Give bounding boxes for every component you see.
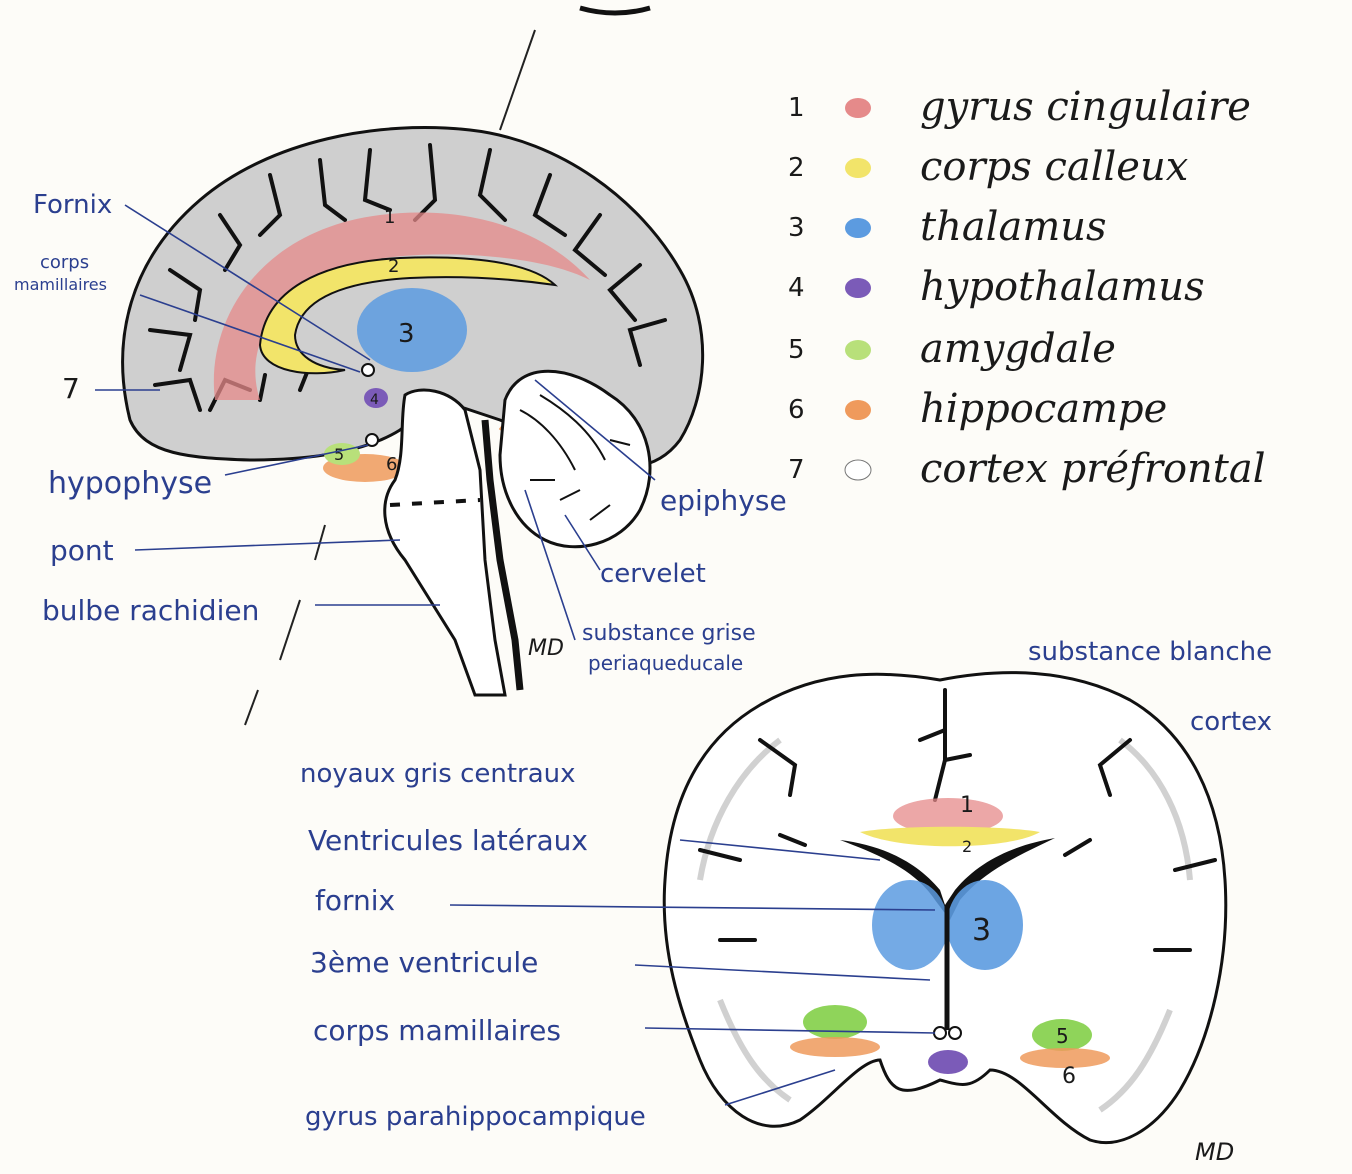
sagittal-region-3: 3 bbox=[398, 319, 415, 349]
signature-sagittal: MD bbox=[528, 636, 564, 661]
legend-number: 7 bbox=[788, 455, 805, 485]
label-substance-grise: substance grise bbox=[582, 621, 756, 646]
coronal-amygdale-left bbox=[803, 1005, 867, 1039]
sagittal-mamillary-body bbox=[362, 364, 374, 376]
legend-number: 5 bbox=[788, 335, 805, 365]
label-substance-blanche: substance blanche bbox=[1028, 637, 1272, 667]
sagittal-hypophysis bbox=[366, 434, 378, 446]
legend-number: 6 bbox=[788, 395, 805, 425]
legend-item: 1 gyrus cingulaire bbox=[788, 84, 1251, 130]
coronal-region-1: 1 bbox=[960, 793, 974, 818]
label-cervelet: cervelet bbox=[600, 559, 706, 589]
signature-coronal: MD bbox=[1195, 1138, 1234, 1166]
sagittal-region-6: 6 bbox=[386, 454, 397, 475]
label-noyaux: noyaux gris centraux bbox=[300, 759, 576, 789]
legend-item: 2 corps calleux bbox=[788, 144, 1188, 190]
coronal-mamillary-right bbox=[949, 1027, 961, 1039]
label-coronal-corps: corps mamillaires bbox=[313, 1014, 561, 1047]
label-hypophyse: hypophyse bbox=[48, 466, 212, 501]
legend-number: 3 bbox=[788, 213, 805, 243]
leader-pont bbox=[135, 540, 400, 550]
legend-number: 1 bbox=[788, 93, 805, 123]
label-periaqueducale: periaqueducale bbox=[588, 651, 743, 675]
legend-item: 6 hippocampe bbox=[788, 386, 1167, 432]
sagittal-region-4: 4 bbox=[370, 392, 379, 408]
label-troisieme-ventricule: 3ème ventricule bbox=[310, 946, 538, 979]
coronal-thalamus-left bbox=[872, 880, 948, 970]
coronal-region-5: 5 bbox=[1056, 1024, 1069, 1048]
legend-number: 2 bbox=[788, 153, 805, 183]
label-ventricules: Ventricules latéraux bbox=[308, 824, 588, 857]
legend-swatch bbox=[845, 400, 871, 420]
sagittal-region-5: 5 bbox=[334, 445, 344, 464]
coronal-hippocampe-left bbox=[790, 1037, 880, 1057]
label-corps: corps bbox=[40, 252, 89, 273]
coronal-hypothalamus bbox=[928, 1050, 968, 1074]
legend-item: 7 cortex préfrontal bbox=[788, 446, 1266, 492]
legend-label: corps calleux bbox=[920, 144, 1188, 190]
coronal-region-3: 3 bbox=[972, 913, 991, 948]
label-cortex: cortex bbox=[1190, 707, 1272, 737]
legend-swatch bbox=[845, 218, 871, 238]
label-seven: 7 bbox=[62, 372, 80, 405]
label-pont: pont bbox=[50, 534, 114, 567]
label-coronal-fornix: fornix bbox=[315, 884, 395, 917]
legend-label: cortex préfrontal bbox=[920, 446, 1266, 492]
coronal-mamillary-left bbox=[934, 1027, 946, 1039]
legend-item: 5 amygdale bbox=[788, 326, 1116, 372]
legend-swatch bbox=[845, 460, 871, 480]
sagittal-region-1: 1 bbox=[384, 207, 395, 228]
coronal-brain: 1 2 3 5 6 bbox=[450, 673, 1226, 1143]
legend-label: hypothalamus bbox=[920, 264, 1205, 310]
legend-swatch bbox=[845, 158, 871, 178]
label-gyrus-parahippo: gyrus parahippocampique bbox=[305, 1102, 646, 1132]
legend: 1 gyrus cingulaire 2 corps calleux 3 thalamus… bbox=[788, 84, 1266, 492]
legend-label: thalamus bbox=[920, 204, 1107, 250]
coronal-region-2: 2 bbox=[962, 837, 972, 856]
label-epiphyse: epiphyse bbox=[660, 484, 787, 517]
legend-number: 4 bbox=[788, 273, 805, 303]
legend-swatch bbox=[845, 340, 871, 360]
legend-swatch bbox=[845, 98, 871, 118]
label-fornix: Fornix bbox=[33, 190, 112, 220]
legend-item: 4 hypothalamus bbox=[788, 264, 1205, 310]
sagittal-region-2: 2 bbox=[388, 256, 399, 277]
legend-label: amygdale bbox=[920, 326, 1116, 372]
legend-label: gyrus cingulaire bbox=[920, 84, 1251, 130]
legend-swatch bbox=[845, 278, 871, 298]
legend-label: hippocampe bbox=[920, 386, 1167, 432]
label-bulbe: bulbe rachidien bbox=[42, 594, 259, 627]
coronal-region-6: 6 bbox=[1062, 1064, 1076, 1089]
label-mamillaires: mamillaires bbox=[14, 275, 107, 294]
legend-item: 3 thalamus bbox=[788, 204, 1107, 250]
